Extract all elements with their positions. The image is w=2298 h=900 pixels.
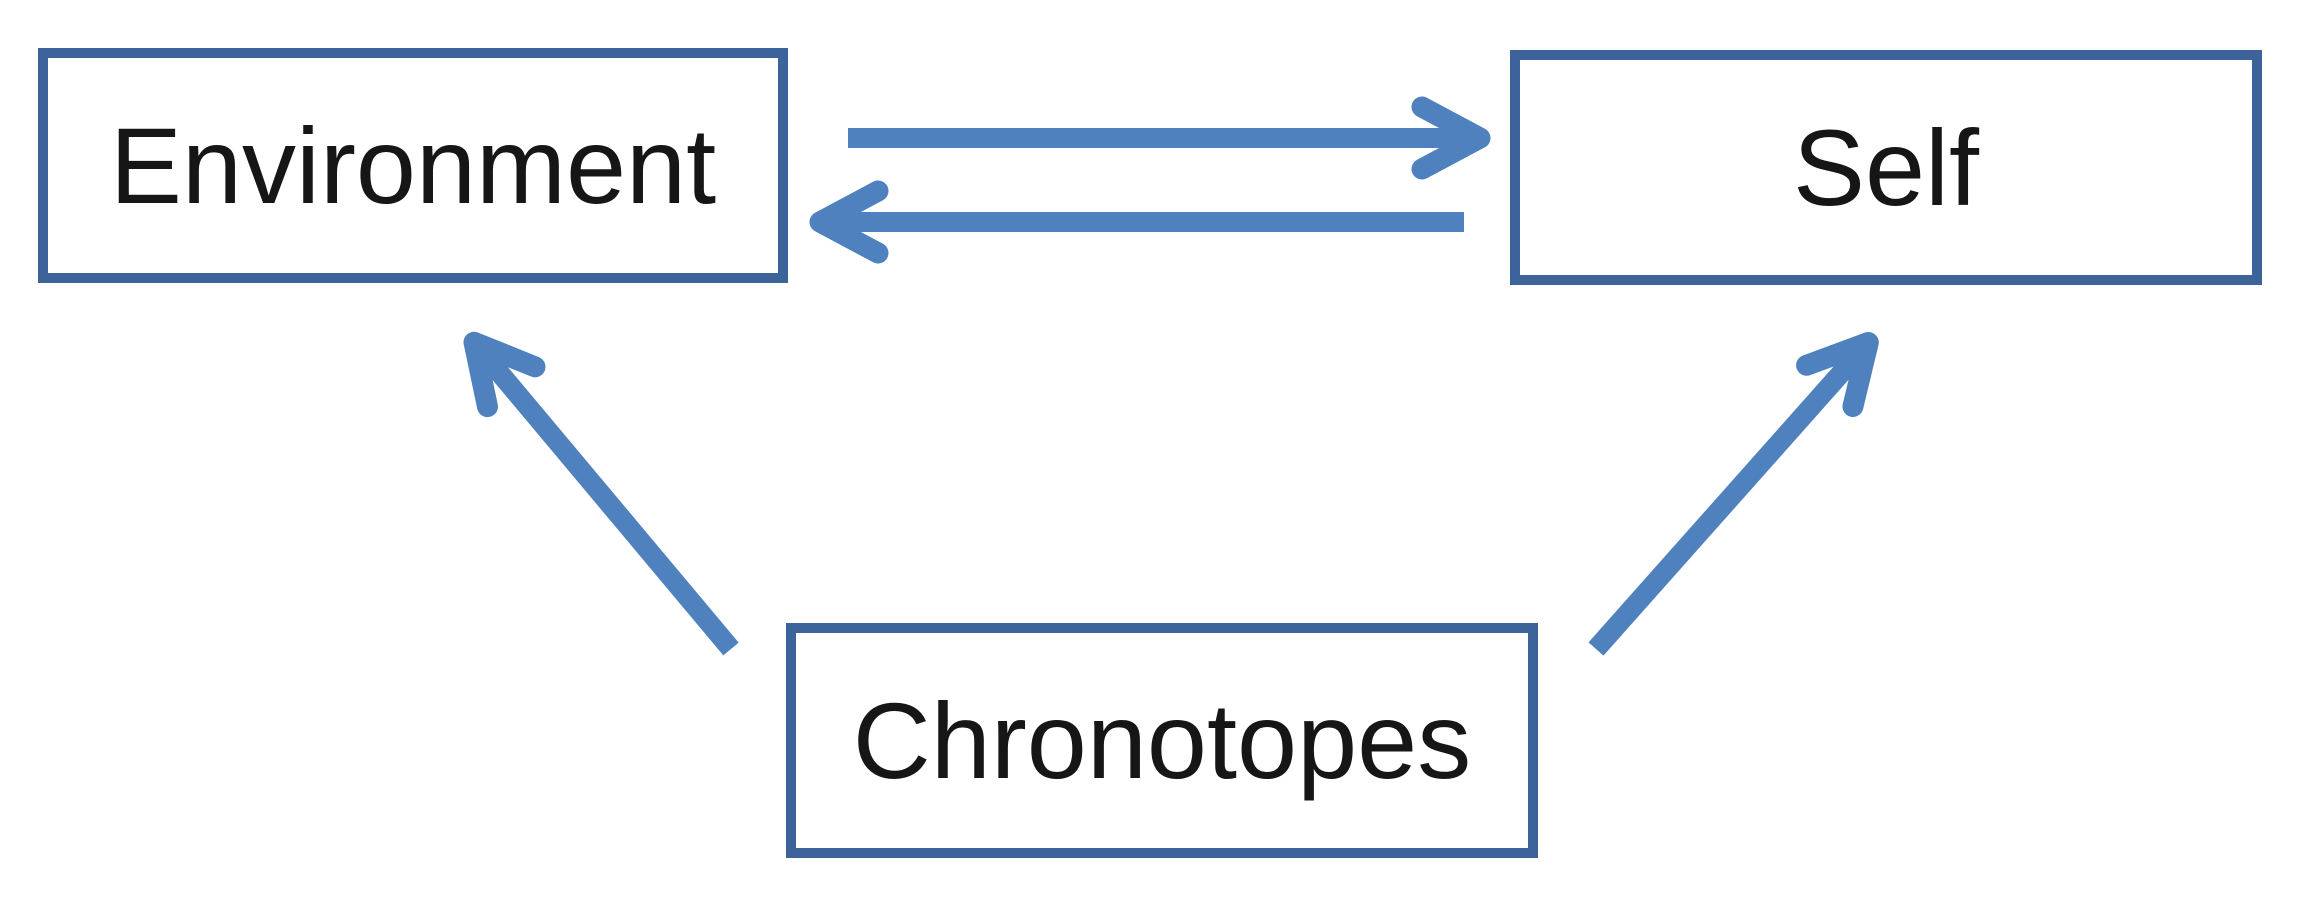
node-chronotopes: Chronotopes xyxy=(786,623,1538,858)
arrow-chronotopes-to-environment xyxy=(463,331,739,656)
node-environment: Environment xyxy=(38,48,788,283)
arrow-chronotopes-to-self xyxy=(1588,332,1879,656)
node-environment-label: Environment xyxy=(109,104,717,226)
node-self: Self xyxy=(1510,50,2262,285)
node-self-label: Self xyxy=(1792,106,1980,228)
node-chronotopes-label: Chronotopes xyxy=(852,679,1472,801)
